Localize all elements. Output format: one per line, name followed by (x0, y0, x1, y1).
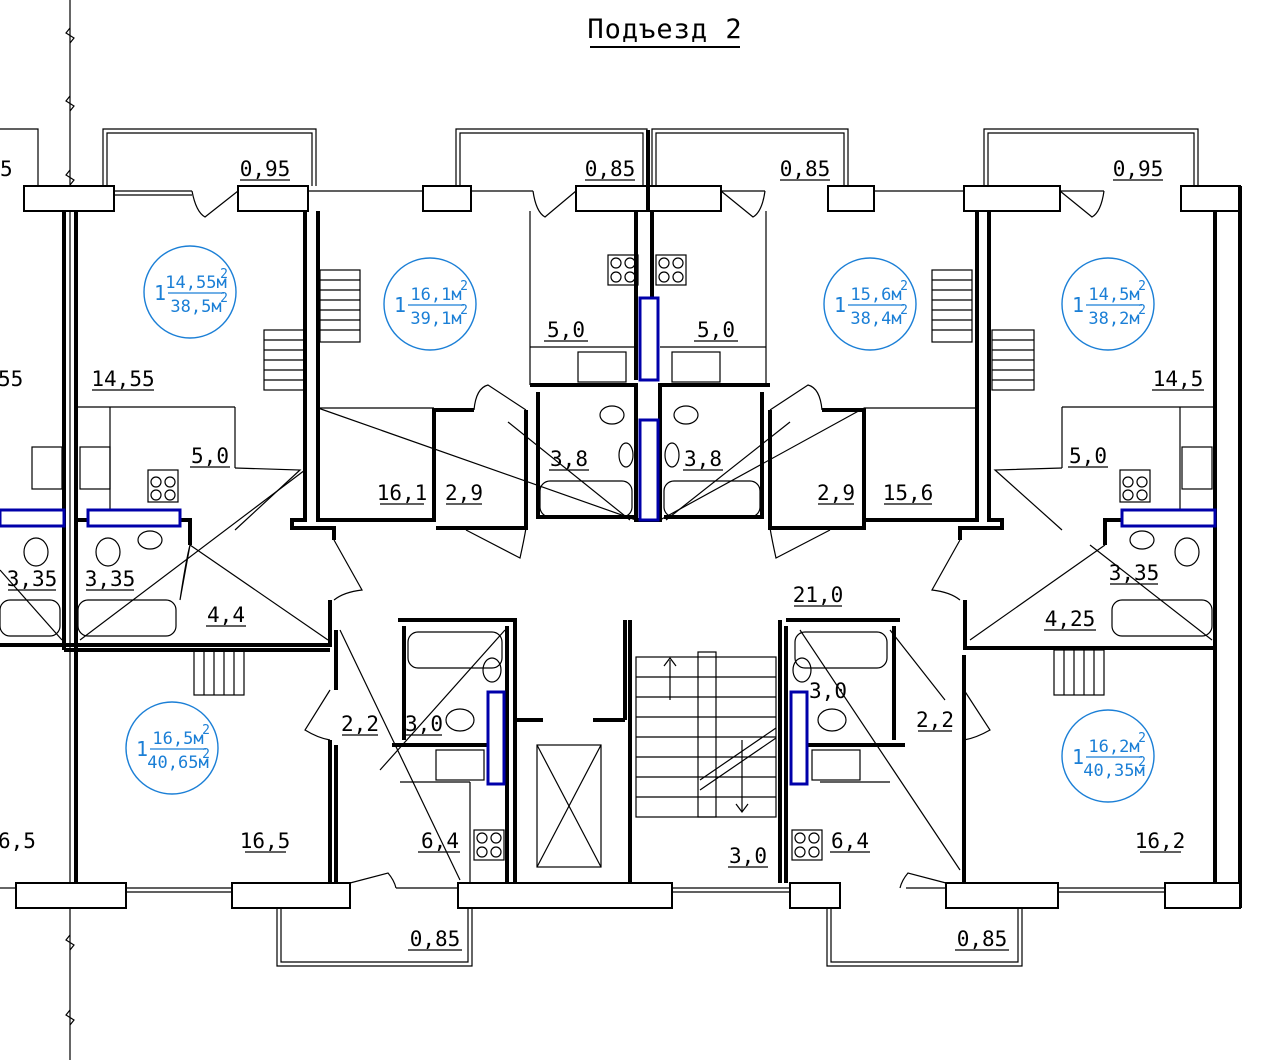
apartment-rooms: 1 (394, 293, 406, 317)
room-area: 2,2 (916, 708, 954, 732)
clearance-lines (0, 407, 1213, 881)
room-area: 6,4 (831, 829, 869, 853)
room-area: 6,4 (421, 829, 459, 853)
doors (179, 190, 1105, 889)
room-area: 14,5 (1153, 367, 1204, 391)
room-area: 55 (0, 367, 23, 391)
apartment-badge-circle (1061, 709, 1155, 803)
room-area: 2,9 (817, 481, 855, 505)
room-area: 15,6 (883, 481, 934, 505)
lobby-area: 21,0 (793, 583, 844, 607)
apartment-badge-circle (143, 245, 237, 339)
room-area: 3,8 (684, 447, 722, 471)
area-unit-sup: 2 (900, 303, 908, 318)
apartment-rooms: 1 (1072, 293, 1084, 317)
apartment-badge-circle (823, 257, 917, 351)
room-area: 6,5 (0, 829, 36, 853)
apartment-living-area: 16,1м (410, 285, 461, 305)
apartment-living-area: 16,2м (1088, 737, 1139, 757)
room-area: 14,55 (91, 367, 154, 391)
apartment-total-area: 38,2м (1088, 309, 1139, 329)
room-area: 16,1 (377, 481, 428, 505)
apartment-total-area: 40,35м (1083, 761, 1144, 781)
apartment-total-area: 38,4м (850, 309, 901, 329)
apartment-total-area: 38,5м (170, 297, 221, 317)
apartment-living-area: 15,6м (850, 285, 901, 305)
room-area: 5 (0, 157, 13, 181)
balcony-area: 0,85 (585, 157, 636, 181)
balcony-area: 0,95 (240, 157, 291, 181)
room-area: 2,9 (445, 481, 483, 505)
apartment-living-area: 14,55м (165, 273, 226, 293)
apartment-badge-circle (1061, 257, 1155, 351)
elevator-shaft (536, 744, 602, 868)
apartment-badge-circle (383, 257, 477, 351)
room-area: 5,0 (697, 318, 735, 342)
room-area: 3,35 (1109, 561, 1160, 585)
balcony-area: 0,85 (780, 157, 831, 181)
apartment-rooms: 1 (136, 737, 148, 761)
balcony-area: 0,95 (1113, 157, 1164, 181)
apartment-badge-circle (125, 701, 219, 795)
room-area: 3,35 (7, 567, 58, 591)
balcony-area: 0,85 (957, 927, 1008, 951)
area-unit-sup: 2 (1138, 731, 1146, 746)
balcony-area: 0,85 (410, 927, 461, 951)
apartment-total-area: 39,1м (410, 309, 461, 329)
room-area: 3,0 (405, 712, 443, 736)
label-underlines (8, 179, 1204, 951)
area-unit-sup: 2 (1138, 755, 1146, 770)
fixtures (0, 254, 1213, 861)
staircase (635, 651, 777, 818)
stairs-area: 3,0 (729, 844, 767, 868)
inner-stairs (193, 269, 1105, 696)
room-labels: 0,95 0,85 0,85 0,95 0,85 0,85 5 55 6,5 1… (0, 157, 1203, 951)
apartment-total-area: 40,65м (147, 753, 208, 773)
room-area: 2,2 (341, 712, 379, 736)
entrance-title: Подъезд 2 (587, 14, 742, 45)
thin-partitions (76, 211, 1215, 883)
area-unit-sup: 2 (460, 279, 468, 294)
apartment-rooms: 1 (834, 293, 846, 317)
room-area: 4,4 (207, 603, 245, 627)
vent-ducts (0, 296, 1217, 786)
area-unit-sup: 2 (202, 747, 210, 762)
room-area: 3,0 (809, 679, 847, 703)
area-unit-sup: 2 (220, 291, 228, 306)
apartment-rooms: 1 (1072, 745, 1084, 769)
area-unit-sup: 2 (1138, 279, 1146, 294)
apartment-living-area: 16,5м (152, 729, 203, 749)
room-area: 5,0 (1069, 444, 1107, 468)
room-area: 3,8 (550, 447, 588, 471)
area-unit-sup: 2 (900, 279, 908, 294)
room-area: 16,2 (1135, 829, 1186, 853)
room-area: 5,0 (191, 444, 229, 468)
room-area: 5,0 (547, 318, 585, 342)
balconies (0, 128, 1199, 967)
area-unit-sup: 2 (460, 303, 468, 318)
area-unit-sup: 2 (202, 723, 210, 738)
room-area: 4,25 (1045, 607, 1096, 631)
room-area: 16,5 (240, 829, 291, 853)
apartment-living-area: 14,5м (1088, 285, 1139, 305)
room-area: 3,35 (85, 567, 136, 591)
area-unit-sup: 2 (220, 267, 228, 282)
apartment-rooms: 1 (154, 281, 166, 305)
area-unit-sup: 2 (1138, 303, 1146, 318)
